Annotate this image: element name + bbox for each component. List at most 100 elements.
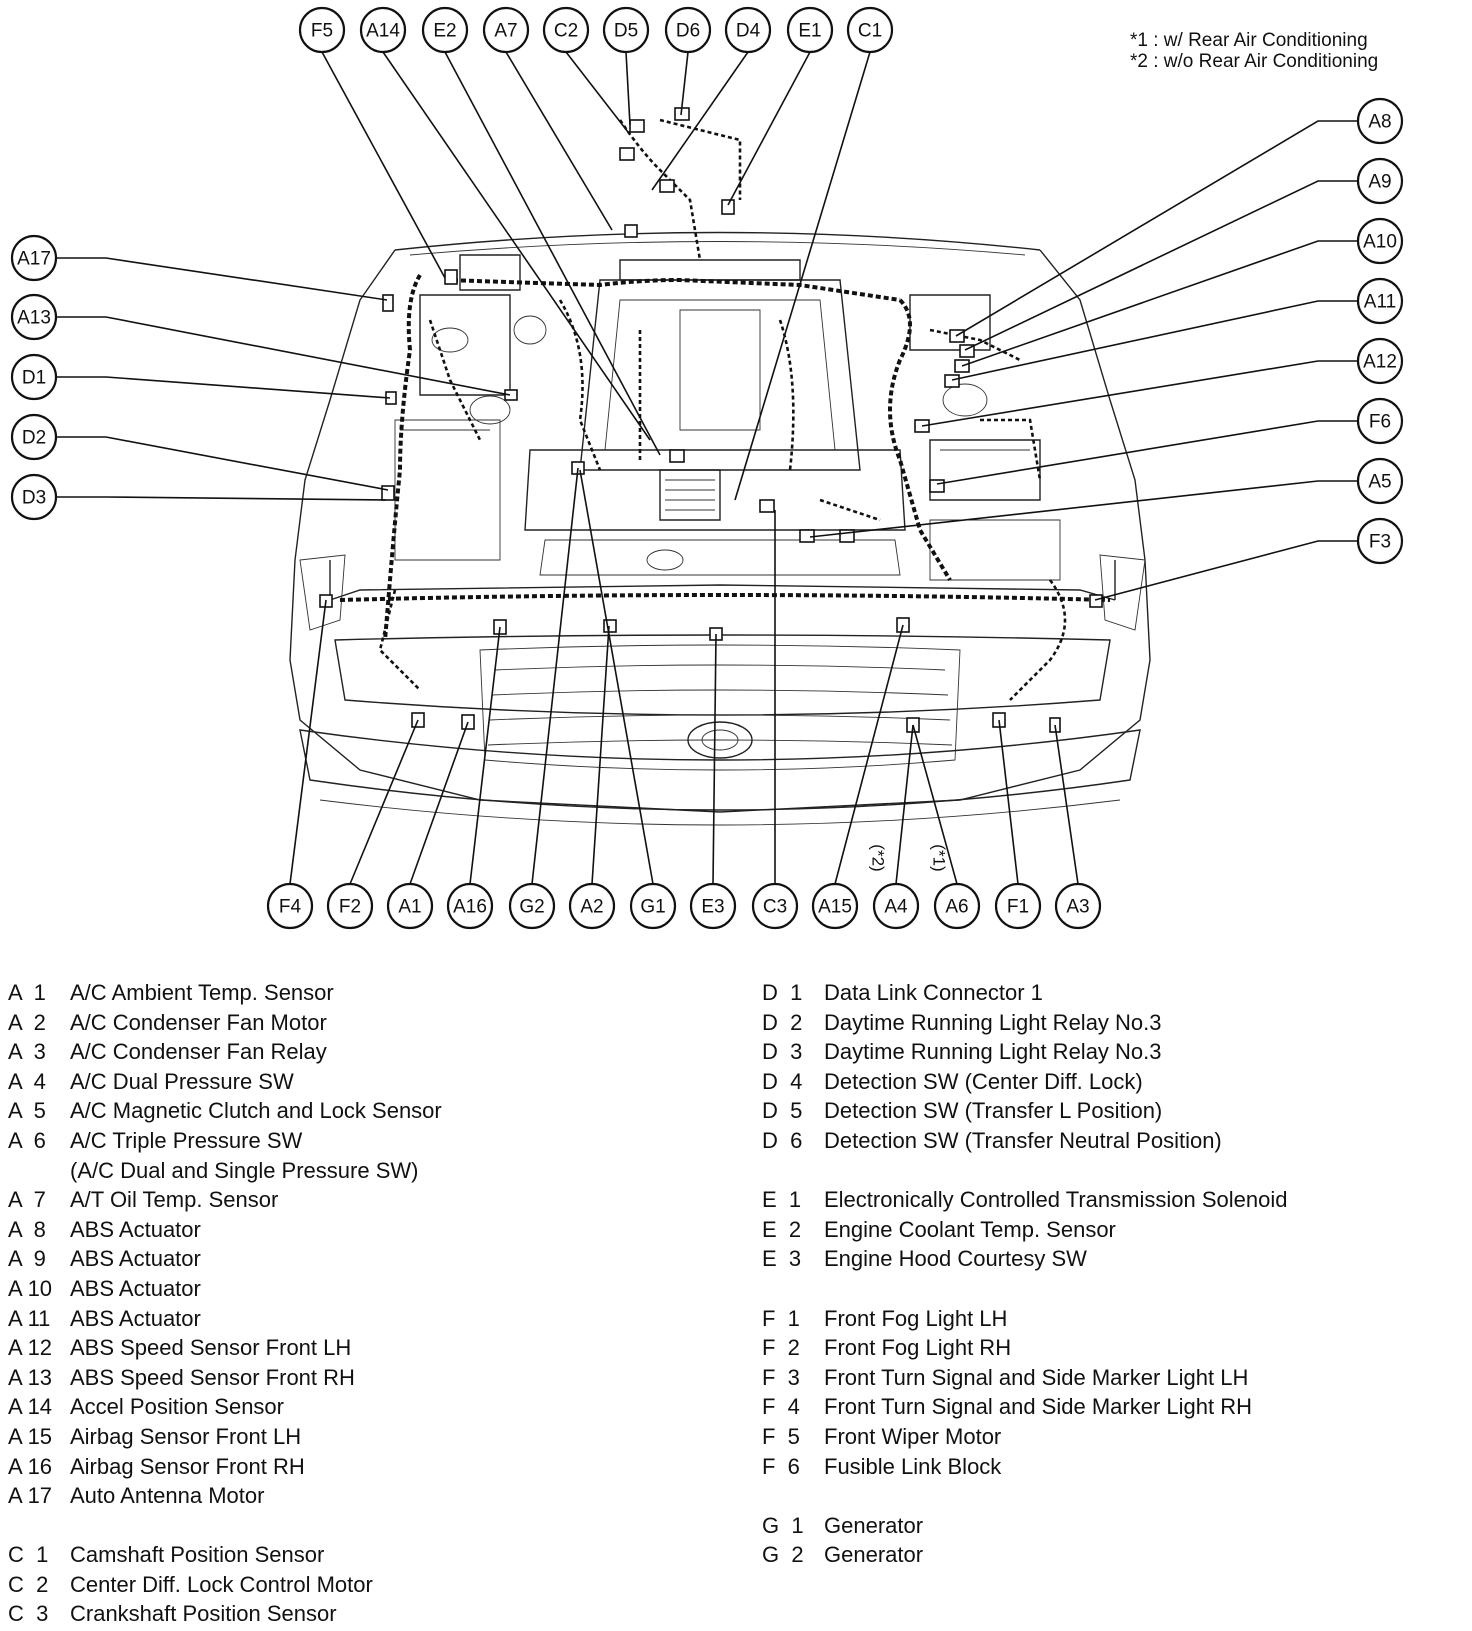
leader-line-d5: [625, 51, 631, 126]
callout-text: A12: [1363, 352, 1397, 373]
leader-line-f6: [936, 420, 1358, 485]
callout-mark-a4: (*2): [869, 844, 888, 871]
callout-a13: A13: [10, 293, 58, 341]
legend-description: Engine Coolant Temp. Sensor: [824, 1216, 1116, 1242]
callout-circle: [1356, 277, 1404, 325]
callout-text: F3: [1369, 532, 1391, 553]
legend-description: Accel Position Sensor: [70, 1394, 284, 1420]
callout-text: A5: [1368, 472, 1391, 493]
legend-code: C 2: [8, 1571, 49, 1597]
leader-line-e1: [727, 51, 811, 206]
callout-circle: [421, 6, 469, 54]
legend-description: A/C Magnetic Clutch and Lock Sensor: [70, 1098, 442, 1124]
callout-circle: [446, 882, 494, 930]
callout-d2: D2: [10, 413, 58, 461]
leader-line-f3: [1094, 540, 1358, 601]
leader-line-a6: [912, 724, 958, 885]
callout-c3: C3: [751, 882, 799, 930]
leader-line-f2: [349, 719, 419, 885]
callout-text: A11: [1364, 292, 1396, 313]
leader-line-a5: [809, 480, 1358, 538]
legend-code: D 6: [762, 1127, 803, 1153]
callout-c2: C2: [542, 6, 590, 54]
legend-code: E 1: [762, 1187, 802, 1213]
callout-a15: A15: [811, 882, 859, 930]
legend-code: A 8: [8, 1216, 46, 1242]
leader-line-a8: [955, 120, 1358, 337]
callout-circle: [10, 413, 58, 461]
legend-description: A/C Condenser Fan Relay: [70, 1039, 327, 1065]
callout-circle: [1054, 882, 1102, 930]
callout-text: F6: [1369, 412, 1391, 433]
leader-line-d4: [651, 51, 749, 191]
legend-code: G 2: [762, 1542, 804, 1568]
legend-code: A 10: [8, 1275, 53, 1301]
callout-d1: D1: [10, 353, 58, 401]
legend-description: Airbag Sensor Front RH: [70, 1453, 305, 1479]
legend-code: C 1: [8, 1542, 49, 1568]
footnote-2: *2 : w/o Rear Air Conditioning: [1130, 51, 1378, 72]
legend-code: A 6: [8, 1127, 46, 1153]
legend-description: A/C Condenser Fan Motor: [70, 1009, 327, 1035]
legend-code: F 6: [762, 1453, 800, 1479]
callout-circle: [1356, 397, 1404, 445]
legend-row: F 6 Fusible Link Block: [762, 1454, 1462, 1484]
legend-description: Front Turn Signal and Side Marker Light …: [824, 1394, 1252, 1420]
legend-description: Front Wiper Motor: [824, 1423, 1002, 1449]
leader-line-a7: [505, 51, 613, 231]
callout-f3: F3: [1356, 517, 1404, 565]
leader-line-a1: [409, 721, 469, 885]
leader-line-f1: [998, 719, 1019, 885]
leader-line-f4: [289, 599, 327, 885]
callout-text: A10: [1363, 232, 1397, 253]
callout-circle: [664, 6, 712, 54]
legend-code: A 17: [8, 1483, 53, 1509]
leader-line-a10: [961, 240, 1358, 367]
legend-description: ABS Actuator: [70, 1305, 201, 1331]
callout-circle: [872, 882, 920, 930]
callout-circle: [482, 6, 530, 54]
callout-circle: [10, 234, 58, 282]
callout-circle: [266, 882, 314, 930]
callout-a5: A5: [1356, 457, 1404, 505]
callout-text: G2: [519, 897, 544, 918]
callout-text: E1: [798, 21, 821, 42]
callout-text: E2: [433, 21, 456, 42]
legend-code: F 4: [762, 1394, 800, 1420]
legend-row: A 11 ABS Actuator: [8, 1306, 728, 1336]
leader-line-d1: [56, 376, 391, 399]
legend-code: A 9: [8, 1246, 46, 1272]
callout-text: C2: [554, 21, 578, 42]
callout-text: D4: [736, 21, 761, 42]
legend-description: A/C Dual Pressure SW: [70, 1068, 294, 1094]
leader-line-e2: [444, 51, 661, 456]
callout-circle: [811, 882, 859, 930]
legend-code: G 1: [762, 1512, 804, 1538]
callout-e1: E1: [786, 6, 834, 54]
callout-g1: G1: [629, 882, 677, 930]
callout-g2: G2: [508, 882, 556, 930]
legend-code: A 11: [8, 1305, 51, 1331]
callout-circle: [326, 882, 374, 930]
leader-line-a17: [56, 257, 388, 301]
callout-circle: [386, 882, 434, 930]
legend-code: D 5: [762, 1098, 803, 1124]
callout-circle: [724, 6, 772, 54]
legend-description: Fusible Link Block: [824, 1453, 1002, 1479]
callout-a8: A8: [1356, 97, 1404, 145]
leader-line-a13: [56, 316, 511, 396]
legend-row: F 4 Front Turn Signal and Side Marker Lig…: [762, 1394, 1462, 1424]
callout-e3: E3: [689, 882, 737, 930]
legend-description: ABS Actuator: [70, 1246, 201, 1272]
legend-description: Detection SW (Transfer L Position): [824, 1098, 1163, 1124]
